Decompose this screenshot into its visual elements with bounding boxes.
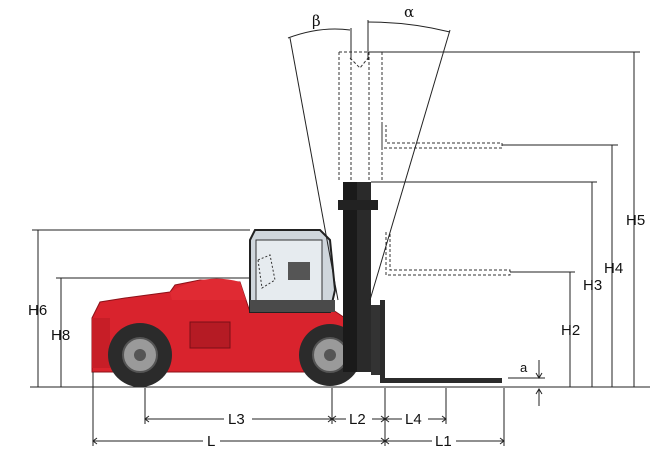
label-H6: H6 bbox=[28, 302, 47, 319]
rear-step bbox=[92, 318, 110, 368]
label-L4: L4 bbox=[405, 411, 422, 428]
label-H2: H2 bbox=[561, 322, 580, 339]
forklift-truck bbox=[91, 182, 502, 387]
label-alpha: α bbox=[404, 3, 414, 21]
front-wheel-hub bbox=[324, 349, 336, 361]
label-H5: H5 bbox=[626, 212, 645, 229]
alpha-line bbox=[369, 29, 451, 301]
fork bbox=[380, 378, 502, 383]
seat-outline bbox=[257, 254, 276, 289]
length-dimensions: L3 L2 L4 L L1 bbox=[92, 372, 505, 450]
tilt-angle-lines: β α bbox=[287, 3, 451, 301]
fork-shank bbox=[380, 300, 385, 383]
mast-crossbar bbox=[338, 200, 378, 210]
label-H4: H4 bbox=[604, 260, 623, 277]
label-L3: L3 bbox=[228, 411, 245, 428]
alpha-arc bbox=[367, 21, 451, 33]
label-L2: L2 bbox=[349, 411, 366, 428]
raised-fork-mid bbox=[385, 232, 511, 276]
label-H3: H3 bbox=[583, 277, 602, 294]
raised-fork-top bbox=[381, 125, 503, 149]
engine-hood bbox=[170, 278, 246, 300]
mast-inner bbox=[343, 182, 357, 372]
cab-base bbox=[250, 300, 335, 312]
mast-outer bbox=[357, 182, 371, 372]
steering-console bbox=[288, 262, 310, 280]
engine-grill bbox=[189, 321, 231, 349]
label-beta: β bbox=[312, 12, 321, 30]
beta-arc bbox=[287, 28, 351, 39]
label-a: a bbox=[520, 360, 528, 375]
beta-line bbox=[289, 37, 339, 301]
height-dimensions: H5 H4 H3 H2 H6 H8 a bbox=[28, 51, 645, 406]
label-H8: H8 bbox=[51, 327, 70, 344]
label-L1: L1 bbox=[435, 433, 452, 450]
label-L: L bbox=[207, 433, 215, 450]
rear-wheel-hub bbox=[134, 349, 146, 361]
